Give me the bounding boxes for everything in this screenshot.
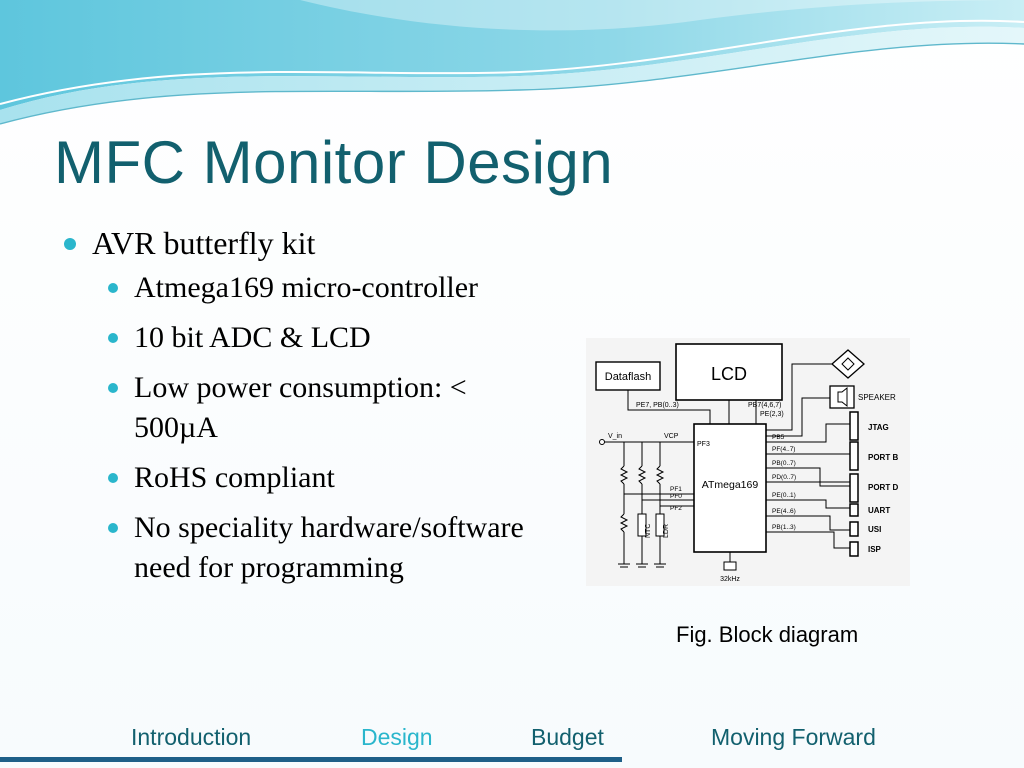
slide-title: MFC Monitor Design [54,129,614,196]
sub-bullet-item: Low power consumption: < 500µA [62,368,532,448]
bullet-text: AVR butterfly kit [92,225,316,261]
uart-label: UART [868,506,890,515]
dataflash-label: Dataflash [605,371,651,383]
sub-bullet-item: No speciality hardware/software need for… [62,508,532,588]
portd-block [849,473,859,503]
portb-block [849,441,859,471]
pe01-label: PE(0..1) [772,492,796,499]
pf47-label: PF(4..7) [772,446,795,453]
bullet-icon [108,473,118,483]
vin-label: V_in [608,433,622,440]
bullet-text: Low power consumption: < 500µA [134,371,467,444]
isp-label: ISP [868,545,882,554]
vcp-label: VCP [664,433,679,440]
usi-label: USI [868,525,881,534]
bullet-icon [108,333,118,343]
pb7-label: PB7(4,6,7) [748,402,781,409]
header-wave-decoration [0,0,1024,125]
pf1-label: PF1 [670,486,682,493]
pe23-label: PE(2,3) [760,411,784,418]
jtag-label: JTAG [868,423,889,432]
bullet-icon [64,238,76,250]
pf3-label: PF3 [697,441,710,448]
pb07-label: PB(0..7) [772,460,796,467]
pb13-label: PB(1..3) [772,524,796,531]
nav-budget[interactable]: Budget [531,724,604,750]
uart-block [849,503,859,517]
ntc-label: NTC [645,524,652,538]
jtag-block [849,411,859,441]
nav-design[interactable]: Design [361,724,433,750]
bullet-icon [108,283,118,293]
bullet-icon [108,523,118,533]
isp-block [849,541,859,557]
mcu-label: ATmega169 [702,479,759,491]
mcu-block [693,423,767,553]
nav-progress-bar [0,757,622,762]
bullet-text: No speciality hardware/software need for… [134,511,524,584]
crystal-label: 32kHz [720,576,740,583]
nav-moving-forward[interactable]: Moving Forward [711,724,876,750]
pb5-label: PB5 [772,434,785,441]
pe46-label: PE(4..6) [772,508,796,515]
sub-bullet-item: Atmega169 micro-controller [62,268,532,308]
pf2-label: PF2 [670,505,682,512]
block-diagram: LCD Dataflash ATmega169 32kHz PE7, PB(0.… [586,338,910,586]
sub-bullet-item: 10 bit ADC & LCD [62,318,532,358]
nav-introduction[interactable]: Introduction [131,724,252,750]
portb-label: PORT B [868,453,898,462]
dataflash-block [595,361,661,391]
bullet-icon [108,383,118,393]
bullet-text: Atmega169 micro-controller [134,271,479,304]
ldr-label: LDR [663,524,670,538]
diagram-caption: Fig. Block diagram [676,622,859,647]
pf0-label: PF0 [670,493,682,500]
pe7pb-label: PE7, PB(0..3) [636,402,679,409]
bullet-text: 10 bit ADC & LCD [134,321,371,354]
portd-label: PORT D [868,483,898,492]
lcd-block [675,343,783,401]
speaker-label: SPEAKER [858,393,896,402]
crystal-block [723,561,737,571]
sub-bullet-item: RoHS compliant [62,458,532,498]
bullet-text: RoHS compliant [134,461,335,494]
lcd-label: LCD [711,364,747,384]
usi-block [849,521,859,537]
bullet-item: AVR butterfly kit [62,222,532,264]
bullet-list: AVR butterfly kit Atmega169 micro-contro… [62,222,532,598]
pd07-label: PD(0..7) [772,474,796,481]
